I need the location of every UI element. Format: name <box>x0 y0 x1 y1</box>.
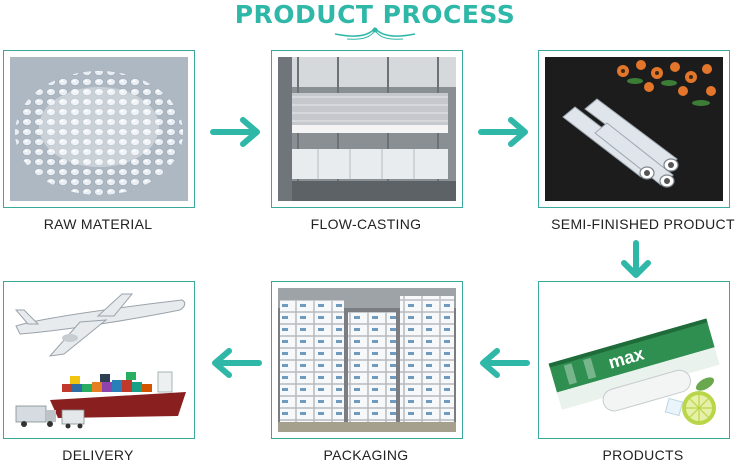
step-label-packaging: PACKAGING <box>323 447 409 463</box>
step-packaging-image <box>271 281 463 439</box>
step-label-semi-finished-product: SEMI-FINISHED PRODUCT <box>551 216 735 232</box>
film-rolls-icon <box>545 57 723 201</box>
casting-machine-icon <box>278 57 456 201</box>
boxed-wrap-icon: max <box>545 288 723 432</box>
arrow-right-icon <box>478 117 528 147</box>
transport-icon <box>10 288 188 432</box>
step-delivery-image <box>3 281 195 439</box>
step-semi-finished-image <box>538 50 730 208</box>
warehouse-boxes-icon <box>278 288 456 432</box>
arrow-left-icon <box>480 348 530 378</box>
step-label-raw-material: RAW MATERIAL <box>43 216 153 232</box>
arrow-down-icon <box>621 240 651 278</box>
plastic-pellets-icon <box>10 57 188 201</box>
step-raw-material-image <box>3 50 195 208</box>
step-label-products: PRODUCTS <box>602 447 684 463</box>
step-label-flow-casting: FLOW-CASTING <box>310 216 422 232</box>
step-products-image: max <box>538 281 730 439</box>
arrow-right-icon <box>210 117 260 147</box>
page-title: PRODUCT PROCESS <box>234 0 516 29</box>
arrow-left-icon <box>212 348 262 378</box>
step-flow-casting-image <box>271 50 463 208</box>
title-ornament-icon <box>334 27 416 40</box>
step-label-delivery: DELIVERY <box>62 447 134 463</box>
